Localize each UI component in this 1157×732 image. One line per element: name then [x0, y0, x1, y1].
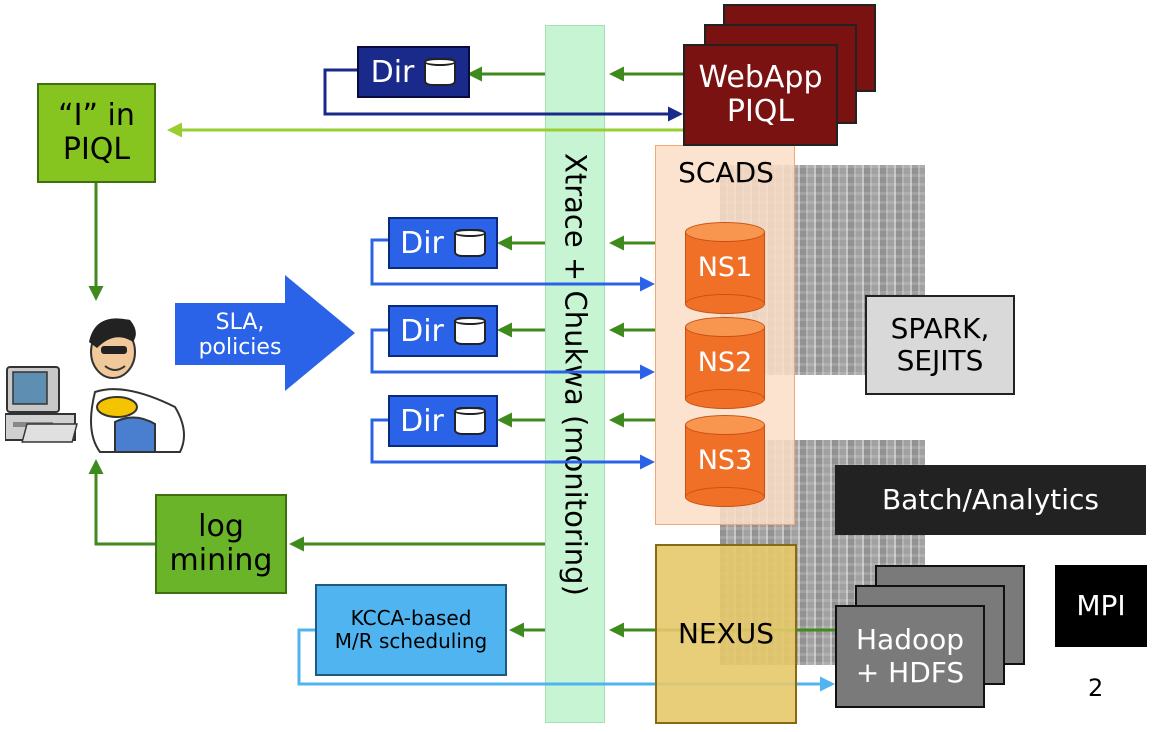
spark-sejits-box: SPARK, SEJITS	[865, 295, 1015, 395]
nexus-label: NEXUS	[677, 616, 775, 650]
xtrace-chukwa-bar: Xtrace + Chukwa (monitoring)	[545, 25, 605, 723]
batch-analytics-label: Batch/Analytics	[881, 482, 1100, 516]
ns3-storage-node: NS3	[685, 415, 765, 507]
log-mining-line2: mining	[169, 543, 273, 578]
arrow-kcca-to-hadoop	[297, 628, 835, 692]
page-number: 2	[1088, 674, 1104, 702]
dir-label-1: Dir	[400, 225, 444, 261]
database-icon	[424, 58, 457, 86]
webapp-piql-box: WebApp PIQL	[683, 44, 838, 146]
database-icon	[453, 229, 486, 257]
log-mining-line1: log	[198, 508, 244, 544]
hadoop-line2: + HDFS	[855, 655, 965, 689]
mpi-label: MPI	[1076, 588, 1126, 622]
kcca-line1: KCCA-based	[350, 606, 472, 630]
ns3-label: NS3	[697, 445, 753, 476]
kcca-line2: M/R scheduling	[334, 629, 488, 653]
hadoop-hdfs-box: Hadoop + HDFS	[835, 605, 985, 708]
sla-policies-arrow	[175, 275, 355, 391]
webapp-label: WebApp	[698, 59, 823, 95]
arrow-dir1-to-ns1	[370, 238, 655, 292]
ns1-label: NS1	[697, 252, 753, 283]
ns2-label: NS2	[697, 347, 753, 378]
scads-label: SCADS	[678, 156, 774, 189]
sla-line2: policies	[198, 335, 282, 360]
mpi-box: MPI	[1055, 565, 1147, 647]
ns1-storage-node: NS1	[685, 222, 765, 314]
arrow-dir3-to-ns3	[370, 418, 655, 470]
dir-label-3: Dir	[400, 403, 444, 439]
i-in-piql-line1: “I” in	[58, 97, 135, 133]
spark-line1: SPARK,	[890, 311, 990, 345]
nexus-box: NEXUS	[655, 544, 797, 724]
ns2-storage-node: NS2	[685, 317, 765, 409]
dir-label-top: Dir	[370, 54, 415, 90]
database-icon	[453, 317, 486, 345]
database-icon	[453, 407, 486, 435]
i-in-piql-box: “I” in PIQL	[37, 83, 156, 183]
batch-analytics-box: Batch/Analytics	[835, 465, 1146, 535]
log-mining-box: log mining	[155, 494, 287, 594]
kcca-scheduling-box: KCCA-based M/R scheduling	[315, 584, 507, 676]
dir-box-2: Dir	[388, 305, 498, 357]
dir-box-top: Dir	[357, 46, 470, 98]
arrow-log-mining-to-user	[88, 459, 155, 546]
spark-line2: SEJITS	[896, 344, 984, 377]
user-illustration	[5, 318, 185, 453]
sla-line1: SLA,	[215, 309, 265, 335]
dir-label-2: Dir	[400, 313, 444, 349]
xtrace-chukwa-label: Xtrace + Chukwa (monitoring)	[558, 152, 593, 596]
sla-policies-label: SLA, policies	[185, 303, 295, 367]
hadoop-line1: Hadoop	[855, 623, 965, 657]
webapp-piql-label: PIQL	[726, 94, 795, 129]
dir-box-3: Dir	[388, 395, 498, 447]
arrow-top-dir-to-webapp	[323, 68, 683, 122]
i-in-piql-line2: PIQL	[62, 132, 131, 167]
arrow-dir2-to-ns2	[370, 328, 655, 380]
dir-box-1: Dir	[388, 217, 498, 269]
